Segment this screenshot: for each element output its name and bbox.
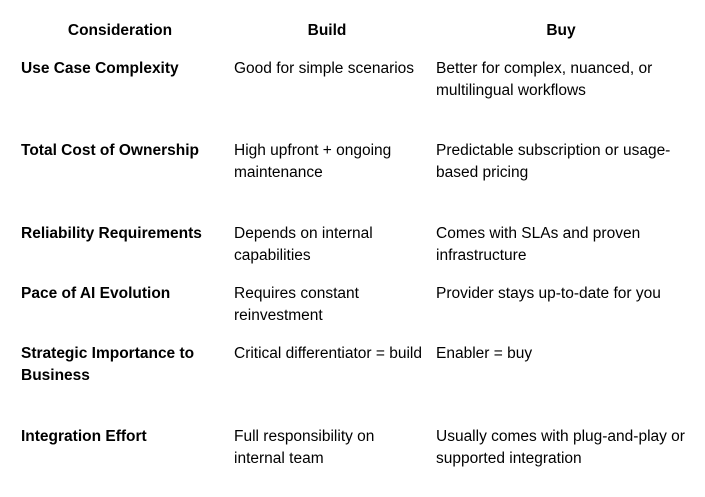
consideration-cell: Pace of AI Evolution: [21, 285, 171, 302]
consideration-cell: Use Case Complexity: [21, 60, 179, 77]
buy-cell: Predictable subscription or usage-based …: [436, 142, 671, 181]
header-buy: Buy: [546, 22, 576, 39]
buy-cell: Usually comes with plug-and-play or supp…: [436, 428, 685, 467]
consideration-cell: Total Cost of Ownership: [21, 142, 199, 159]
build-cell: Requires constant reinvestment: [234, 285, 359, 324]
header-build: Build: [307, 22, 347, 39]
buy-cell: Enabler = buy: [436, 345, 533, 362]
build-cell: Critical differentiator = build: [234, 345, 422, 362]
consideration-cell: Strategic Importance to Business: [21, 345, 195, 384]
build-cell: Full responsibility on internal team: [234, 428, 375, 467]
build-cell: High upfront + ongoing maintenance: [234, 142, 392, 181]
buy-cell: Provider stays up-to-date for you: [436, 285, 661, 302]
build-cell: Depends on internal capabilities: [234, 225, 373, 264]
header-consideration: Consideration: [67, 22, 173, 39]
buy-cell: Better for complex, nuanced, or multilin…: [436, 60, 653, 99]
consideration-cell: Reliability Requirements: [21, 225, 202, 242]
consideration-cell: Integration Effort: [21, 428, 147, 445]
build-cell: Good for simple scenarios: [234, 60, 415, 77]
buy-cell: Comes with SLAs and proven infrastructur…: [436, 225, 641, 264]
